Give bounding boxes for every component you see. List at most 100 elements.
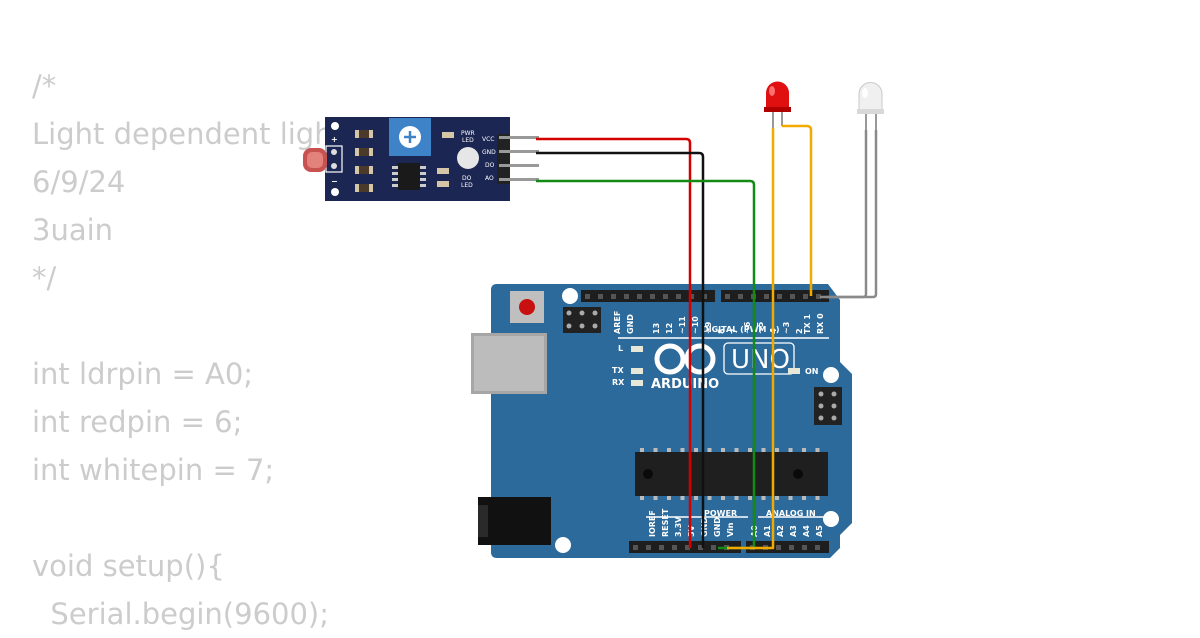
chip-leg [667,496,671,500]
header-hole[interactable] [815,545,820,550]
header-hole[interactable] [702,294,707,299]
wires [536,124,878,550]
header-hole[interactable] [637,294,642,299]
power-pin-label: IOREF [648,510,657,537]
uno-badge [723,342,795,375]
rx-led [631,380,643,386]
chip-leg [775,496,779,500]
digital-header-holes [585,294,821,299]
do-led-label: LED [461,182,473,189]
header-hole[interactable] [646,545,651,550]
wire-ao-a0[interactable] [536,179,756,550]
wire-gnd[interactable] [536,151,705,548]
module-pin-ao[interactable] [499,178,539,181]
icsp-pin [831,403,837,409]
chip-leg [721,448,725,452]
smd-resistor [437,168,449,174]
arduino-brand-text: ARDUINO [651,377,719,392]
power-pin-label: 5V [687,524,696,537]
header-hole[interactable] [598,294,603,299]
module-pin-label-vcc: VCC [482,136,494,143]
header-hole[interactable] [738,294,743,299]
digital-pin-label: ~6 [743,321,752,334]
header-hole[interactable] [663,294,668,299]
mounting-hole [823,367,839,383]
code-line: 3uain [32,213,114,247]
digital-pin-label: GND [626,314,635,334]
wire-white-led-pin7[interactable] [820,130,868,299]
header-hole[interactable] [698,545,703,550]
resistor-body [359,166,369,174]
module-pin-vcc[interactable] [499,136,539,139]
pwr-led [457,147,479,169]
reset-button-cap [519,299,535,315]
header-hole[interactable] [633,545,638,550]
header-hole[interactable] [777,294,782,299]
ic-leg [420,172,426,175]
header-hole[interactable] [672,545,677,550]
header-hole[interactable] [725,294,730,299]
ic-leg [392,184,398,187]
chip-leg [761,448,766,452]
mounting-hole [331,122,339,130]
module-pin-gnd[interactable] [499,150,539,153]
icsp-pin [579,310,585,316]
chip-leg [775,448,779,452]
header-hole[interactable] [802,545,807,550]
code-line: 6/9/24 [32,165,126,199]
red-led-highlight [769,86,775,96]
chip-leg [680,496,685,500]
header-hole[interactable] [803,294,808,299]
chip-leg [667,448,671,452]
header-hole[interactable] [776,545,781,550]
icsp-pin [592,323,598,329]
wire-red-led-cathode[interactable] [727,128,775,550]
ldr-socket-pin [331,149,337,155]
header-hole[interactable] [689,294,694,299]
smd-resistor [442,132,454,138]
header-hole[interactable] [585,294,590,299]
header-hole[interactable] [764,294,769,299]
red-led[interactable] [764,81,791,128]
code-line: Serial.begin(9600); [32,597,330,631]
chip-leg [788,448,793,452]
uno-model-text: UNO [731,345,790,375]
header-hole[interactable] [816,294,821,299]
icsp-pin [579,323,585,329]
wire-vcc-5v[interactable] [536,137,692,548]
chip-leg [694,448,698,452]
wire-white-led-gnd[interactable] [826,130,878,299]
header-hole[interactable] [659,545,664,550]
header-hole[interactable] [611,294,616,299]
chip-notch [643,469,653,479]
dc-power-jack[interactable] [478,497,551,545]
header-hole[interactable] [624,294,629,299]
header-hole[interactable] [789,545,794,550]
plus-sign: + [331,135,338,144]
code-line: int redpin = 6; [32,405,243,439]
icsp-pin [818,415,824,421]
ldr-module[interactable]: + − PWR LED DO LED VCC GND [303,117,539,201]
white-led[interactable] [857,82,884,131]
analog-pin-label: A1 [763,525,772,537]
header-hole[interactable] [711,545,716,550]
header-hole[interactable] [685,545,690,550]
digital-header-right[interactable] [721,290,829,302]
header-hole[interactable] [676,294,681,299]
chip-leg [734,496,739,500]
wire-red-led-pin6[interactable] [782,124,813,296]
module-pin-do[interactable] [499,164,539,167]
ic-leg [392,172,398,175]
digital-pin-label: 13 [652,323,661,334]
chip-leg [815,496,820,500]
chip-leg [707,448,712,452]
analog-pin-label: A5 [815,525,824,537]
header-hole[interactable] [650,294,655,299]
pwr-led-label: PWR [461,130,475,137]
atmega-chip-legs [640,448,820,500]
chip-leg [748,496,752,500]
header-hole[interactable] [790,294,795,299]
pwr-led-label: LED [462,137,474,144]
